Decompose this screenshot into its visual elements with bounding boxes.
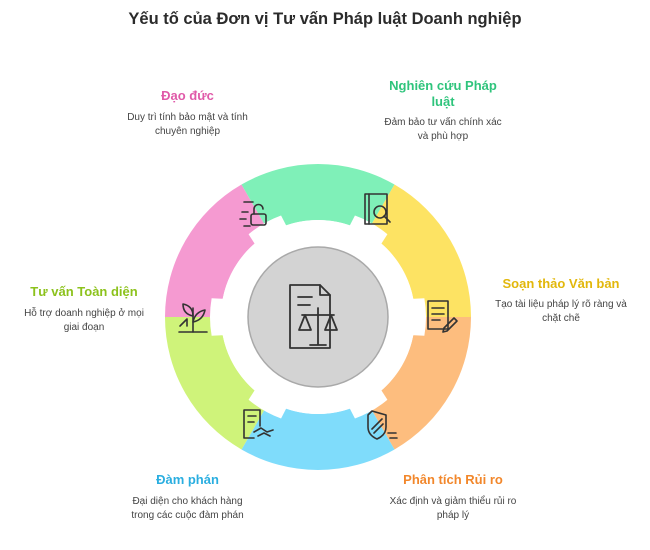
research-book-icon <box>364 193 391 225</box>
comprehensive-advice-desc: Hỗ trợ doanh nghiệp ở mọi giai đoạn <box>24 308 144 333</box>
segment-legal-research <box>241 163 395 233</box>
ethics-desc: Duy trì tính bảo mật và tính chuyên nghi… <box>127 112 248 137</box>
shield-icon <box>367 410 398 440</box>
risk-analysis-title: Phân tích Rủi ro <box>403 472 503 487</box>
label-document-drafting: Soạn thảo Văn bản Tạo tài liệu pháp lý r… <box>492 276 630 326</box>
negotiation-title: Đàm phán <box>156 472 219 487</box>
document-drafting-title: Soạn thảo Văn bản <box>502 276 620 291</box>
segment-risk-analysis <box>366 317 471 450</box>
segment-document-drafting <box>366 184 471 317</box>
growth-plant-icon <box>178 303 208 333</box>
handshake-contract-icon <box>243 409 274 439</box>
document-pen-icon <box>427 300 458 333</box>
segment-ethics <box>165 184 270 317</box>
ethics-title: Đạo đức <box>161 88 214 103</box>
comprehensive-advice-title: Tư vấn Toàn diện <box>30 284 138 299</box>
lock-icon <box>239 201 267 227</box>
legal-research-desc: Đảm bảo tư vấn chính xác và phù hợp <box>384 117 502 142</box>
ring-tab <box>385 298 426 336</box>
legal-research-title: Nghiên cứu Pháp luật <box>389 78 497 109</box>
document-drafting-desc: Tạo tài liệu pháp lý rõ ràng và chặt chẽ <box>495 299 627 324</box>
label-comprehensive-advice: Tư vấn Toàn diện Hỗ trợ doanh nghiệp ở m… <box>18 284 150 335</box>
risk-analysis-desc: Xác định và giảm thiểu rủi ro pháp lý <box>389 496 517 521</box>
label-legal-research: Nghiên cứu Pháp luật Đảm bảo tư vấn chín… <box>378 78 508 144</box>
page-title: Yếu tố của Đơn vị Tư vấn Pháp luật Doanh… <box>128 10 522 28</box>
negotiation-desc: Đại diện cho khách hàng trong các cuộc đ… <box>131 496 244 521</box>
label-ethics: Đạo đức Duy trì tính bảo mật và tính chu… <box>110 88 265 139</box>
label-risk-analysis: Phân tích Rủi ro Xác định và giảm thiểu … <box>378 472 528 523</box>
segment-negotiation <box>241 401 395 470</box>
ring-tab <box>210 298 251 336</box>
legal-document-scale-icon <box>289 284 338 349</box>
label-negotiation: Đàm phán Đại diện cho khách hàng trong c… <box>120 472 255 523</box>
